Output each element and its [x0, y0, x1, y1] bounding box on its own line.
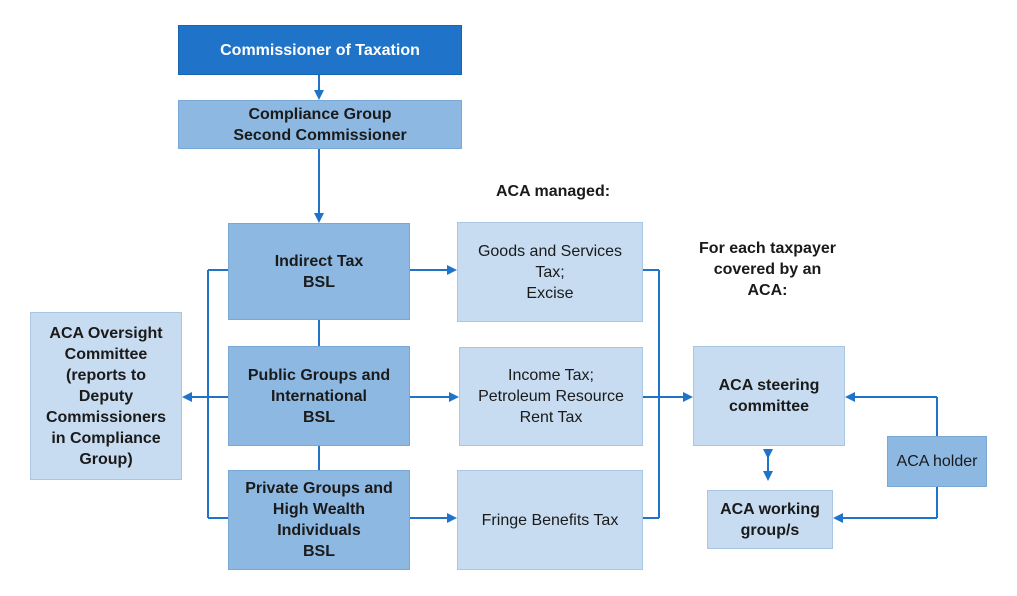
public-groups-bsl-box: Public Groups and International BSL [228, 346, 410, 446]
private-groups-bsl-box: Private Groups and High Wealth Individua… [228, 470, 410, 570]
compliance-group-box: Compliance Group Second Commissioner [178, 100, 462, 149]
income-tax-box: Income Tax; Petroleum Resource Rent Tax [459, 347, 643, 446]
indirect-tax-bsl-box: Indirect Tax BSL [228, 223, 410, 320]
aca-steering-committee-box: ACA steering committee [693, 346, 845, 446]
for-each-taxpayer-label: For each taxpayer covered by an ACA: [699, 240, 836, 299]
aca-managed-label: ACA managed: [495, 183, 611, 200]
fbt-box: Fringe Benefits Tax [457, 470, 643, 570]
aca-working-group-box: ACA working group/s [707, 490, 833, 549]
aca-holder-box: ACA holder [887, 436, 987, 487]
gst-excise-box: Goods and Services Tax; Excise [457, 222, 643, 322]
oversight-committee-box: ACA Oversight Committee (reports to Depu… [30, 312, 182, 480]
commissioner-box: Commissioner of Taxation [178, 25, 462, 75]
